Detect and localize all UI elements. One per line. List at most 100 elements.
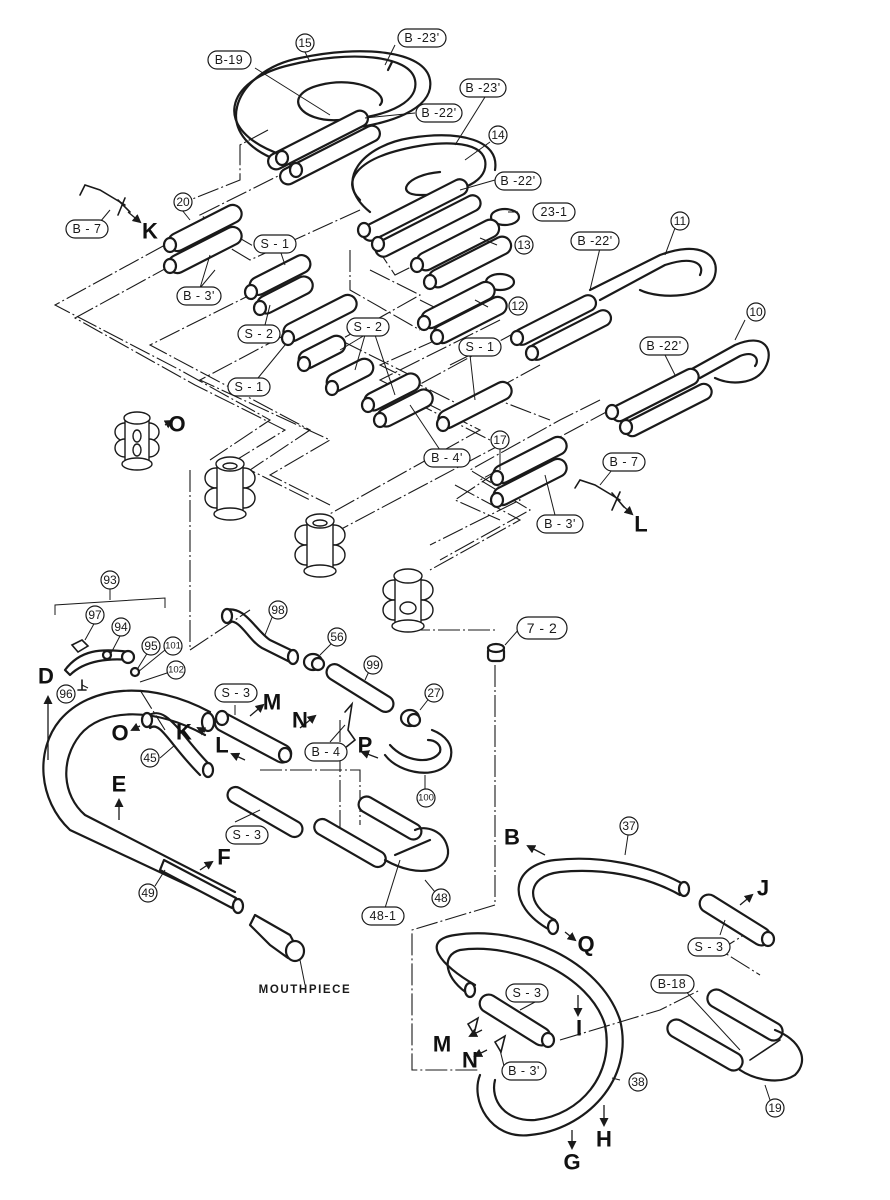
svg-text:B -22': B -22' xyxy=(500,174,535,188)
svg-text:S - 2: S - 2 xyxy=(354,320,383,334)
svg-text:12: 12 xyxy=(511,299,525,313)
mouthpiece xyxy=(248,913,306,963)
svg-text:27: 27 xyxy=(427,686,441,700)
svg-text:S - 3: S - 3 xyxy=(695,940,724,954)
svg-text:15: 15 xyxy=(298,36,312,50)
svg-text:B - 7: B - 7 xyxy=(73,222,102,236)
callout-b7-left: B - 7 xyxy=(65,219,109,239)
callout-95: 95 xyxy=(141,636,161,656)
svg-text:S - 2: S - 2 xyxy=(245,327,274,341)
svg-text:19: 19 xyxy=(768,1101,782,1115)
callout-38: 38 xyxy=(628,1072,648,1092)
part-17-slide xyxy=(489,435,568,509)
callout-b22-15: B -22' xyxy=(415,103,463,123)
callout-s3-d: S - 3 xyxy=(505,983,549,1003)
letter-n-low: N xyxy=(292,708,308,733)
callout-s3-a: S - 3 xyxy=(214,683,258,703)
part-37 xyxy=(517,857,691,936)
callout-b4-prime: B - 4' xyxy=(423,448,471,468)
callout-s1-a: S - 1 xyxy=(253,234,297,254)
svg-text:97: 97 xyxy=(88,608,102,622)
valve-1 xyxy=(114,411,160,471)
svg-text:96: 96 xyxy=(59,687,73,701)
svg-text:7 - 2: 7 - 2 xyxy=(527,620,558,636)
callout-b23-14: B -23' xyxy=(459,78,507,98)
callout-s2-a: S - 2 xyxy=(237,324,281,344)
svg-text:100: 100 xyxy=(418,793,434,804)
callout-10: 10 xyxy=(746,302,766,322)
callout-s3-b: S - 3 xyxy=(225,825,269,845)
letter-n-br: N xyxy=(462,1048,478,1073)
part-12-slide xyxy=(416,272,516,346)
callout-s2-b: S - 2 xyxy=(346,317,390,337)
letter-h: H xyxy=(596,1127,612,1152)
callout-19: 19 xyxy=(765,1098,785,1118)
letter-i: I xyxy=(576,1016,582,1041)
callout-15: 15 xyxy=(295,33,315,53)
leader-lines xyxy=(81,44,771,1101)
callout-b19: B-19 xyxy=(207,50,252,70)
letter-k-low: K xyxy=(176,720,192,745)
water-key-b7-left xyxy=(79,184,142,224)
part-56 xyxy=(302,652,326,672)
callout-b4: B - 4 xyxy=(304,742,348,762)
svg-text:48: 48 xyxy=(434,891,448,905)
callout-b3-38: B - 3' xyxy=(501,1061,547,1081)
letter-m-low: M xyxy=(263,690,281,715)
svg-text:B -22': B -22' xyxy=(577,234,612,248)
callout-101: 101 xyxy=(163,636,183,656)
s3-tube-right xyxy=(698,893,776,948)
callout-48-1: 48-1 xyxy=(361,906,405,926)
svg-text:B - 7: B - 7 xyxy=(610,455,639,469)
callout-b3-17: B - 3' xyxy=(536,514,584,534)
letter-o-top: O xyxy=(168,412,185,437)
callout-45: 45 xyxy=(140,748,160,768)
part-27 xyxy=(399,708,422,728)
callout-13: 13 xyxy=(514,235,534,255)
svg-text:17: 17 xyxy=(493,433,507,447)
part-98 xyxy=(220,607,300,666)
mouthpiece-caption: MOUTHPIECE xyxy=(259,984,352,996)
part-99 xyxy=(325,663,395,713)
svg-text:20: 20 xyxy=(176,195,190,209)
s-tubes-upper xyxy=(243,254,513,433)
callout-14: 14 xyxy=(488,125,508,145)
callout-s1-b: S - 1 xyxy=(227,377,271,397)
callout-7-2: 7 - 2 xyxy=(516,616,568,640)
svg-text:S - 1: S - 1 xyxy=(466,340,495,354)
callout-b22-11: B -22' xyxy=(570,231,620,251)
svg-text:S - 3: S - 3 xyxy=(233,828,262,842)
letter-f: F xyxy=(217,845,230,870)
valve-4 xyxy=(382,568,434,633)
letter-m-br: M xyxy=(433,1032,451,1057)
svg-text:49: 49 xyxy=(141,886,155,900)
svg-text:101: 101 xyxy=(165,641,181,652)
part-10-slide xyxy=(604,339,770,438)
svg-text:11: 11 xyxy=(674,214,687,228)
svg-text:B-18: B-18 xyxy=(658,977,686,991)
letter-k-top: K xyxy=(142,219,158,244)
part-45 xyxy=(140,711,215,779)
letter-d: D xyxy=(38,664,54,689)
svg-text:48-1: 48-1 xyxy=(369,909,396,923)
letter-p: P xyxy=(358,733,373,758)
callout-97: 97 xyxy=(85,605,105,625)
valve-3 xyxy=(294,513,346,578)
part-15-slide xyxy=(233,50,432,186)
svg-text:B -22': B -22' xyxy=(421,106,456,120)
svg-text:B - 4': B - 4' xyxy=(431,451,463,465)
svg-text:99: 99 xyxy=(366,658,380,672)
letter-g: G xyxy=(563,1150,580,1175)
callout-98: 98 xyxy=(268,600,288,620)
callout-12: 12 xyxy=(508,296,528,316)
valve-clusters xyxy=(114,411,434,633)
svg-text:B - 3': B - 3' xyxy=(508,1064,540,1078)
part-100 xyxy=(383,728,453,774)
callout-b23-top: B -23' xyxy=(397,28,447,48)
svg-text:B - 3': B - 3' xyxy=(183,289,215,303)
reference-callouts: B -23' B-19 B -22' B -23' B -22' 23-1 B … xyxy=(65,28,731,1081)
letter-j: J xyxy=(757,876,769,901)
svg-text:98: 98 xyxy=(271,603,285,617)
part-7-2-ferrule xyxy=(486,642,506,663)
callout-b22-10: B -22' xyxy=(639,336,689,356)
